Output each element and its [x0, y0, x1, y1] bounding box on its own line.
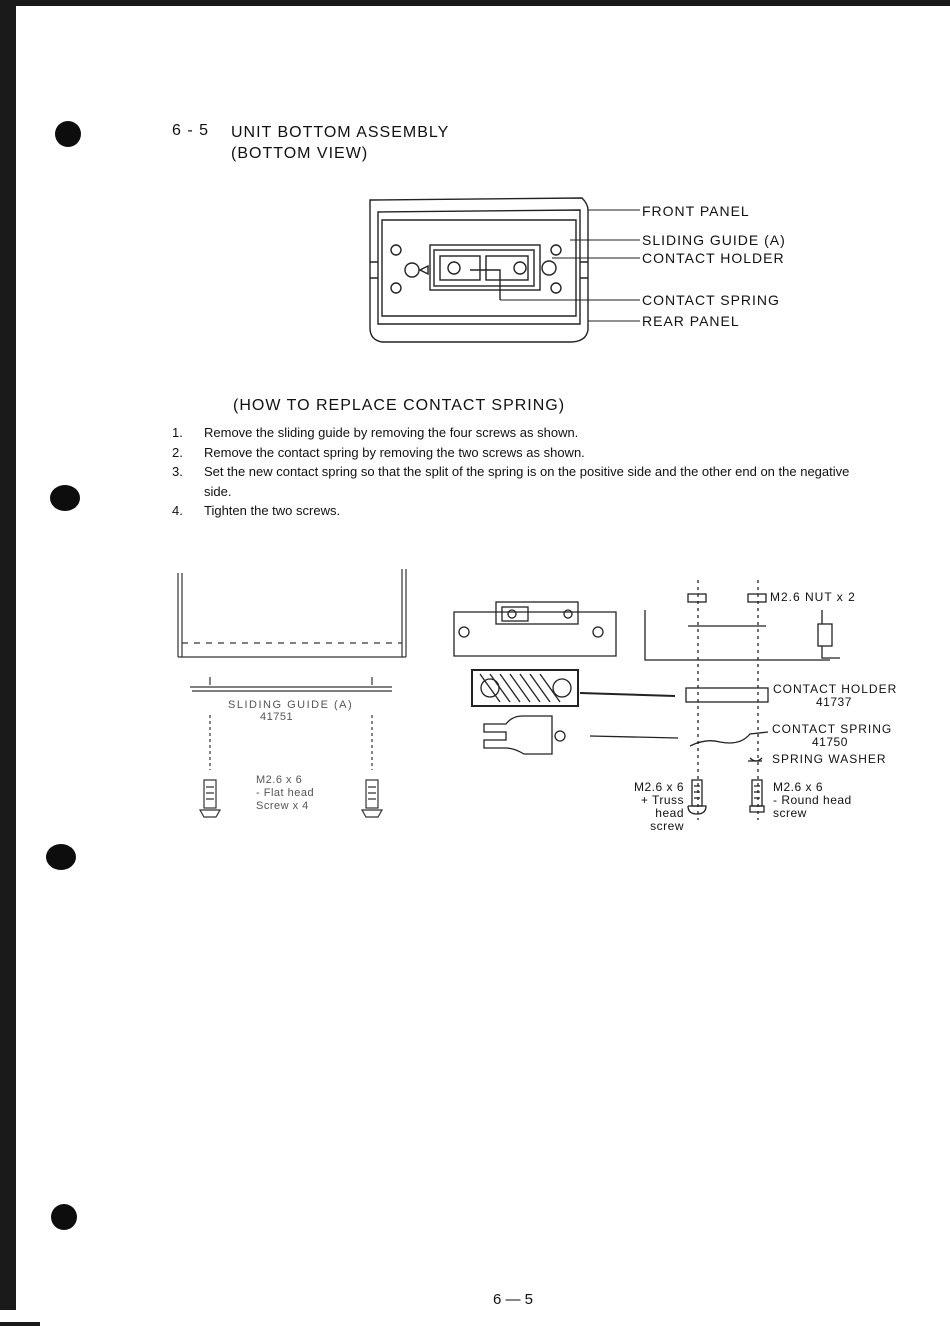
label-contact-holder: CONTACT HOLDER: [642, 250, 785, 266]
round-screw-label: M2.6 x 6 - Round head screw: [773, 781, 852, 820]
section-title: UNIT BOTTOM ASSEMBLY (BOTTOM VIEW): [231, 122, 449, 164]
step-item: 2. Remove the contact spring by removing…: [172, 443, 862, 463]
step-text: Set the new contact spring so that the s…: [204, 464, 850, 499]
steps-list: 1. Remove the sliding guide by removing …: [172, 423, 862, 521]
label-guide-part: 41751: [260, 711, 294, 723]
flat-screw-line3: Screw x 4: [256, 800, 309, 812]
binder-hole: [50, 485, 80, 511]
label-sliding-guide: SLIDING GUIDE (A): [642, 232, 786, 248]
label-front-panel: FRONT PANEL: [642, 203, 750, 219]
step-number: 4.: [172, 503, 183, 518]
step-number: 3.: [172, 464, 183, 479]
bottom-view-diagram: [369, 197, 640, 343]
page-number: 6 — 5: [493, 1291, 534, 1308]
bottom-edge-mark: [0, 1322, 40, 1326]
step-item: 3. Set the new contact spring so that th…: [172, 462, 862, 501]
howto-heading: (HOW TO REPLACE CONTACT SPRING): [233, 397, 566, 414]
label-spring-part: 41750: [812, 735, 848, 749]
label-guide-a: SLIDING GUIDE (A): [228, 699, 354, 711]
flat-screw-line1: M2.6 x 6: [256, 774, 303, 786]
step-number: 2.: [172, 444, 183, 460]
step-item: 1. Remove the sliding guide by removing …: [172, 423, 862, 443]
flat-screw-label: M2.6 x 6 - Flat head Screw x 4: [256, 774, 314, 813]
binder-hole: [51, 1204, 77, 1230]
step-text: Remove the sliding guide by removing the…: [204, 425, 579, 440]
top-edge: [0, 0, 950, 6]
step-text: Tighten the two screws.: [204, 503, 341, 518]
section-title-line2: (BOTTOM VIEW): [231, 145, 369, 162]
binder-hole: [55, 121, 81, 147]
label-contact-spring: CONTACT SPRING: [642, 292, 780, 308]
label-nut: M2.6 NUT x 2: [770, 590, 856, 604]
sliding-guide-diagram: [177, 569, 407, 818]
binder-hole: [46, 844, 76, 870]
round-line2: - Round head: [773, 793, 852, 807]
truss-line3: screw: [650, 819, 684, 833]
round-line3: screw: [773, 806, 807, 820]
step-item: 4. Tighten the two screws.: [172, 501, 862, 521]
left-edge: [0, 0, 16, 1310]
label-holder: CONTACT HOLDER: [773, 682, 898, 696]
label-holder-part: 41737: [816, 695, 852, 709]
step-number: 1.: [172, 425, 183, 440]
truss-line2: + Truss head: [640, 793, 684, 820]
label-rear-panel: REAR PANEL: [642, 313, 740, 329]
truss-screw-label: M2.6 x 6 + Truss head screw: [612, 781, 684, 833]
step-text: Remove the contact spring by removing th…: [204, 444, 585, 460]
round-line1: M2.6 x 6: [773, 780, 824, 794]
section-title-line1: UNIT BOTTOM ASSEMBLY: [231, 124, 450, 141]
truss-line1: M2.6 x 6: [633, 780, 684, 794]
flat-screw-line2: - Flat head: [256, 787, 315, 799]
label-washer: SPRING WASHER: [772, 752, 887, 766]
section-number: 6 - 5: [172, 122, 210, 139]
label-spring: CONTACT SPRING: [772, 722, 893, 736]
contact-assembly-diagram: [453, 580, 840, 820]
